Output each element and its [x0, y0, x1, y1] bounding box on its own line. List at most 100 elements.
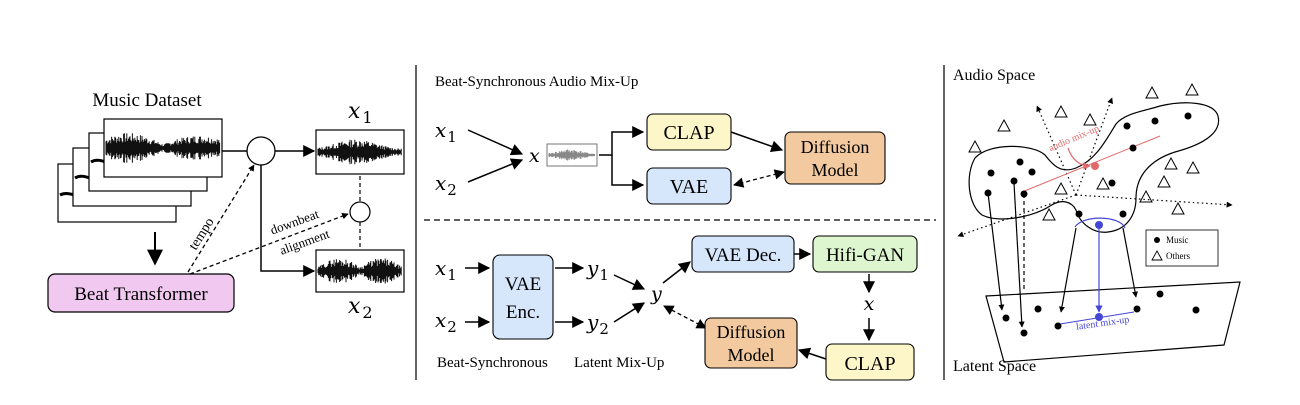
audio-x2-arrow [467, 158, 524, 183]
projection-arrow [987, 192, 1005, 311]
audio-space-title: Audio Space [953, 67, 1035, 84]
other-point [1186, 160, 1200, 174]
audio-mixup-panel: Beat-Synchronous Audio Mix-Up x1 x2 x CL… [435, 74, 886, 205]
other-point [1185, 82, 1199, 96]
diffusion-box [784, 131, 886, 185]
other-point [1054, 181, 1068, 195]
clap2-box [825, 343, 915, 381]
hifigan-label: Hifi-GAN [826, 245, 904, 266]
audio-x1-arrow [467, 129, 524, 156]
music-manifold [968, 102, 1220, 233]
projection-arrow [1058, 227, 1077, 313]
waveform [105, 133, 221, 163]
music-point [1133, 305, 1141, 313]
legend-others-label: Others [1166, 251, 1190, 261]
music-point [1010, 177, 1018, 185]
vae-enc-label-line2: Enc. [506, 302, 540, 323]
music-point [1156, 290, 1164, 298]
diffusion2-label-line2: Model [728, 345, 775, 365]
legend-music-marker [1154, 237, 1160, 243]
music-point [1002, 314, 1010, 322]
latent-mixup-arc [1074, 217, 1126, 229]
latent-space-plane [985, 281, 1241, 363]
music-point [1129, 144, 1137, 152]
downbeat-dashed-arrow [189, 213, 349, 275]
alignment-circle [349, 201, 371, 223]
other-point [1157, 174, 1171, 188]
axis-right [1075, 194, 1233, 208]
music-point [1020, 329, 1028, 337]
audio-mixup-curve [1067, 147, 1091, 170]
other-point [1096, 176, 1110, 190]
latent-x-label: x [864, 293, 875, 315]
vae-dec-label: VAE Dec. [705, 245, 782, 266]
x1-waveform [317, 139, 402, 165]
clap2-to-diffusion-arrow [797, 347, 827, 360]
music-point [984, 189, 992, 197]
audio-mixup-label: audio mix-up [1047, 123, 1101, 154]
music-dataset-title: Music Dataset [92, 90, 202, 111]
clap-to-diffusion-arrow [730, 131, 784, 153]
x2-waveform [317, 258, 402, 284]
music-point [1034, 305, 1042, 313]
other-point [1145, 85, 1159, 99]
music-point [1123, 122, 1131, 130]
music-point [1184, 112, 1192, 120]
waveform-stack [57, 118, 223, 223]
latent-caption-b: Latent Mix-Up [574, 355, 664, 371]
music-point [1151, 117, 1159, 125]
other-point [1054, 104, 1068, 118]
mixed-waveform [548, 149, 596, 161]
y-to-vae-dec-arrow [662, 261, 691, 284]
other-point [1042, 207, 1056, 221]
music-point [1016, 158, 1024, 166]
music-point [1119, 210, 1127, 218]
mix-to-vae-arrow [611, 155, 645, 191]
clap2-label: CLAP [844, 353, 895, 375]
audio-mixup-line [1021, 135, 1161, 193]
diffusion-label-line1: Diffusion [801, 137, 870, 157]
latent-space-title: Latent Space [953, 358, 1036, 375]
latent-mixup-panel: x1 x2 VAE Enc. y1 y2 y VAE Dec. Hifi-GAN… [435, 235, 918, 381]
other-point [1083, 112, 1097, 126]
audio-x1-label: x1 [435, 118, 457, 146]
beat-transformer-label: Beat Transformer [74, 284, 208, 305]
music-point [1108, 179, 1116, 187]
space-panel: Audio Space Latent Space audio mix-up la… [953, 67, 1241, 375]
tempo-circle [246, 136, 276, 166]
axis-left [957, 194, 1077, 238]
circle-to-x2-arrow [260, 165, 316, 277]
y-label: y [650, 283, 662, 305]
other-point [1139, 189, 1153, 203]
other-point [968, 139, 982, 153]
tempo-label: tempo [186, 215, 217, 253]
latent-mixup-point [1095, 313, 1103, 321]
latent-x2-label: x2 [435, 308, 457, 336]
audio-mixup-point [1091, 162, 1099, 170]
diffusion-label-line2: Model [812, 160, 859, 180]
music-point [987, 169, 995, 177]
hifigan-box [812, 235, 918, 273]
music-point [1054, 322, 1062, 330]
music-point [1028, 168, 1036, 176]
latent-x1-label: x1 [435, 256, 457, 284]
audio-x2-label: x2 [435, 171, 457, 199]
latent-mixup-label: latent mix-up [1075, 314, 1130, 332]
left-panel: Music Dataset Beat Transformer tempo dow… [47, 90, 405, 322]
audio-mixup-title: Beat-Synchronous Audio Mix-Up [435, 74, 638, 90]
vae-enc-box [492, 254, 554, 340]
projection-arrow [1013, 182, 1025, 328]
y2-to-y-arrow [613, 302, 646, 323]
legend-others-marker [1151, 250, 1163, 261]
projection-arrow [1122, 227, 1138, 298]
vae-label: VAE [670, 176, 709, 198]
clap-label: CLAP [663, 122, 714, 144]
mix-to-clap-arrow [599, 126, 645, 156]
music-point [1192, 306, 1200, 314]
y-diffusion-dashed-arrow [663, 305, 707, 329]
other-point [1171, 201, 1185, 215]
vae-diffusion-dashed-arrow [732, 169, 786, 188]
vae-box [646, 167, 732, 205]
